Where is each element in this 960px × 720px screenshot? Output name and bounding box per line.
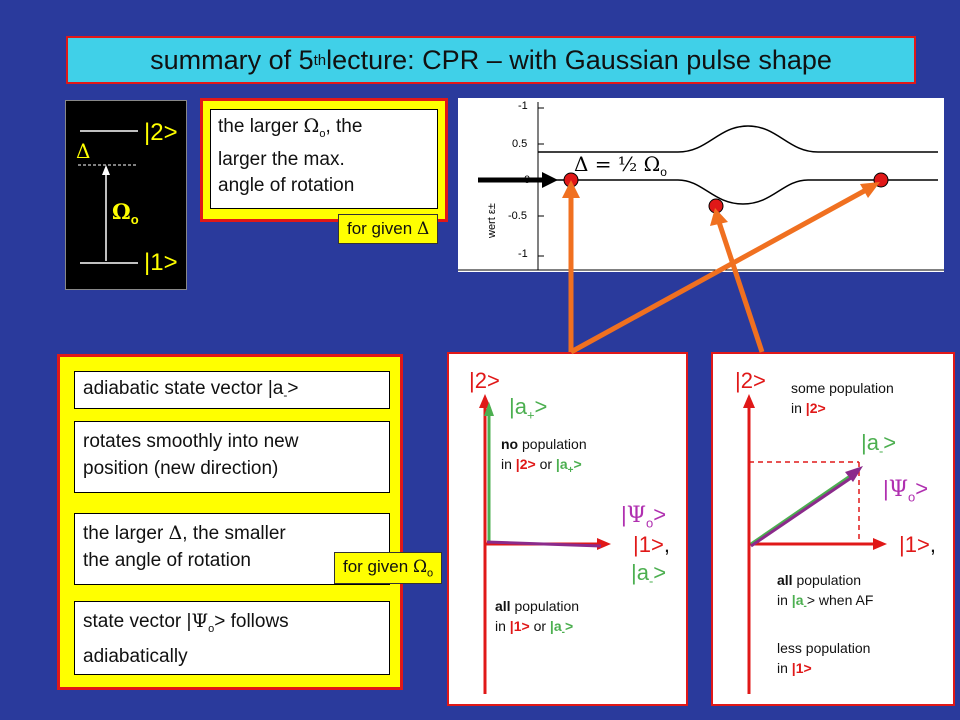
title-rest: lecture: CPR – with Gaussian pulse shape — [326, 44, 832, 75]
middle-vector-panel: |2> |a+> no population in |2> or |a+> |Ψ… — [447, 352, 688, 706]
note-top-line2: larger the max. — [218, 148, 345, 170]
ytick-4: -0.5 — [508, 210, 527, 222]
note-top: the larger Ωo, the larger the max. angle… — [210, 109, 438, 209]
middle-vectors — [479, 394, 611, 694]
summary-box-2: rotates smoothly into new position (new … — [74, 421, 390, 493]
plot-canvas — [458, 102, 944, 271]
left-summary-panel: adiabatic state vector |a-> rotates smoo… — [57, 354, 403, 690]
right-vectors — [743, 394, 887, 694]
mid-no-population: no population in |2> or |a+> — [501, 436, 587, 476]
mid-a-plus: |a+> — [509, 394, 548, 423]
upper-eigenvalue-curve — [538, 125, 938, 153]
eigenvalue-plot: -1 0.5 0 -0.5 -1 wert ε± Δ = ½ Ωo — [458, 98, 944, 272]
note-top-line3: angle of rotation — [218, 174, 355, 196]
right-some-population: some population in |2> — [791, 380, 894, 416]
mid-psi: |Ψo> — [621, 502, 667, 531]
plot-arrow — [542, 172, 558, 188]
plot-ylabel: wert ε± — [486, 203, 498, 238]
label-for-given-delta: for given Δ — [338, 214, 439, 244]
summary-box-4: state vector |Ψo> follows adiabatically — [74, 601, 390, 675]
title-sup: th — [313, 51, 327, 69]
ytick-2: 0.5 — [512, 138, 528, 150]
point-end — [873, 172, 889, 188]
right-psi: |Ψo> — [883, 476, 929, 505]
title-main: summary of 5 — [150, 44, 314, 75]
right-axis-2: |2> — [735, 368, 766, 393]
summary-box-3: the larger Δ, the smaller the angle of r… — [74, 513, 390, 585]
ytick-1: -1 — [518, 100, 528, 112]
energy-level-diagram: |2> Δ Ωo |1> — [65, 100, 187, 290]
right-vector-panel: |2> some population in |2> |a-> |Ψo> |1>… — [711, 352, 955, 706]
detuning-symbol: Δ — [76, 139, 91, 163]
level-2-label: |2> — [144, 119, 178, 146]
note-top-frame: the larger Ωo, the larger the max. angle… — [200, 98, 448, 222]
right-all-population: all population in |a-> when AF — [777, 572, 874, 612]
summary-box-1: adiabatic state vector |a-> — [74, 371, 390, 409]
mid-axis-1: |1>, — [633, 532, 670, 557]
right-less-population: less population in |1> — [777, 640, 871, 676]
mid-all-population: all population in |1> or |a-> — [495, 598, 580, 638]
rabi-symbol: Ωo — [112, 199, 139, 228]
mid-a-minus: |a-> — [631, 560, 667, 589]
right-a-minus: |a-> — [861, 430, 897, 459]
ytick-3: 0 — [524, 174, 531, 186]
point-middle — [708, 198, 724, 214]
right-axis-1: |1>, — [899, 532, 936, 557]
ytick-5: -1 — [518, 248, 528, 260]
level-lines — [78, 130, 138, 264]
level-1-label: |1> — [144, 249, 178, 276]
label-for-given-omega: for given Ωo — [334, 552, 443, 585]
mid-axis-2: |2> — [469, 368, 500, 393]
plot-equation: Δ = ½ Ωo — [574, 152, 667, 179]
note-top-line1: the larger Ωo, the — [218, 115, 363, 140]
